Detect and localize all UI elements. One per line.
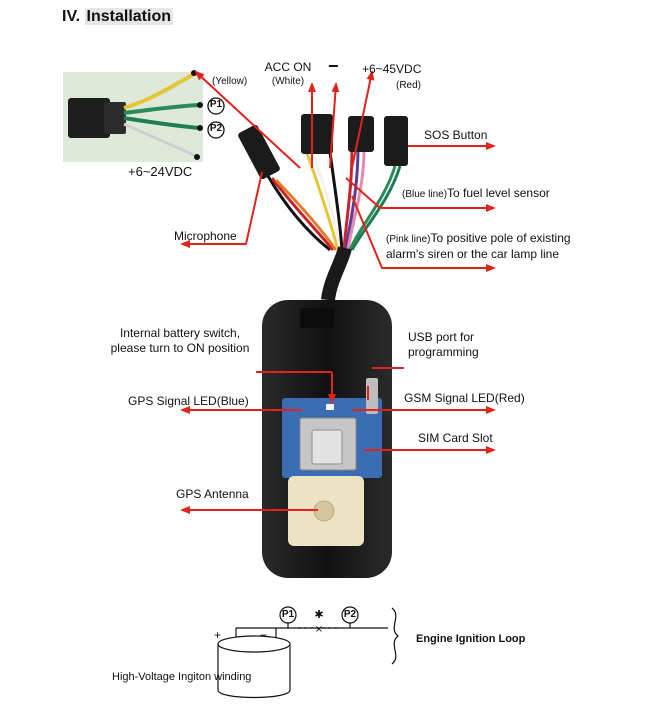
pink-line-label: (Pink line)To positive pole of existing [386,231,571,247]
fan-icon: ✱ [314,608,323,621]
arrow-yellow [194,70,301,169]
connectors [238,114,408,180]
usb-line1: USB port for [408,330,475,344]
p2-circle [207,121,225,139]
antenna-label: GPS Antenna [176,487,249,501]
p1-label: P1 [209,99,223,110]
p2-label: P2 [209,123,223,134]
ign-p2-circle [341,606,359,624]
blue-line-label: (Blue line)To fuel level sensor [402,186,550,202]
microphone-label: Microphone [174,229,237,243]
arrow-plus [351,70,375,169]
gps-led-label: GPS Signal LED(Blue) [128,394,249,408]
plus-range-label: +6~45VDC [362,62,422,76]
arrow-minus [329,82,340,169]
battery-line2: please turn to ON position [110,341,250,355]
acc-color-label: (White) [271,76,305,87]
arrow-blue [345,177,496,212]
section-heading: IV. Installation [62,8,173,26]
ignition-schematic [217,607,399,699]
yellow-label: (Yellow) [212,76,248,87]
winding-label: High-Voltage Ingiton winding [112,671,252,683]
usb-line2: programming [408,345,479,359]
section-title: Installation [84,8,173,25]
callout-arrows [180,70,496,514]
engine-loop-label: Engine Ignition Loop [416,633,526,645]
section-number: IV. [62,8,81,25]
ign-minus-label: − [260,628,268,642]
relay-photo [63,70,203,162]
gsm-led-label: GSM Signal LED(Red) [404,391,525,405]
battery-line1: Internal battery switch, [119,326,241,340]
minus-label: − [328,56,339,76]
switch-x-icon: × [315,624,323,635]
arrow-microphone [180,171,263,248]
plus-color-label: (Red) [396,80,422,91]
ign-p1-label: P1 [281,609,295,620]
p1-circle [207,97,225,115]
pink-line-text1: To positive pole of existing [430,231,571,245]
arrow-pink [351,195,496,272]
wire-harness [266,147,402,252]
blue-line-prefix: (Blue line) [402,189,448,200]
ign-p1-circle [279,606,297,624]
blue-line-text: To fuel level sensor [447,186,550,200]
cable-trunk [321,246,352,302]
relay-power-label: +6~24VDC [128,164,193,179]
ign-plus-label: + [214,628,222,642]
pink-line-prefix: (Pink line) [386,234,431,245]
tracker-device [262,300,392,578]
pink-line-text2: alarm's siren or the car lamp line [386,247,560,261]
ign-p2-label: P2 [343,609,357,620]
sim-label: SIM Card Slot [418,431,493,445]
sos-label: SOS Button [424,128,488,142]
acc-on-label: ACC ON [264,60,312,74]
